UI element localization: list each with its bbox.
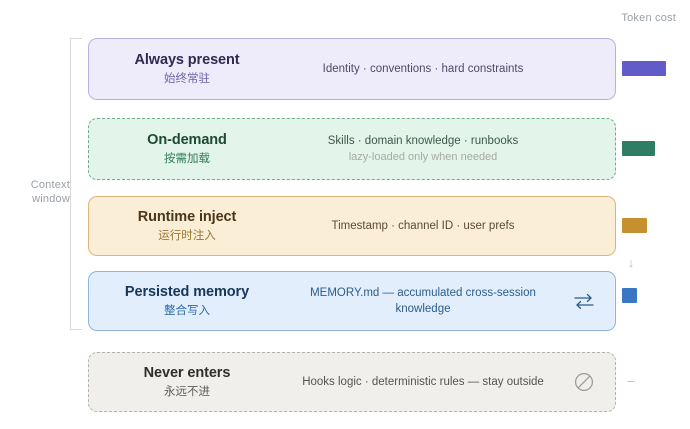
layer-description-sub: lazy-loaded only when needed — [348, 151, 498, 163]
no-entry-icon — [567, 371, 601, 393]
token-cost-bar-on-demand — [622, 141, 655, 156]
layer-title-en: Never enters — [143, 364, 231, 381]
context-window-bracket — [70, 38, 82, 330]
context-window-label: Context window — [16, 178, 70, 206]
layer-row-persisted-memory[interactable]: Persisted memory 整合写入 MEMORY.md — accumu… — [88, 271, 616, 331]
layer-row-always-present[interactable]: Always present 始终常驻 Identity · conventio… — [88, 38, 616, 100]
layer-title-zh: 整合写入 — [164, 304, 210, 317]
layer-title-en: Runtime inject — [137, 208, 237, 225]
layer-label-runtime-inject: Runtime inject 运行时注入 — [89, 208, 279, 245]
layer-label-persisted-memory: Persisted memory 整合写入 — [89, 283, 279, 320]
token-cost-decrease-arrow-icon: ↓ — [627, 255, 635, 270]
token-cost-bar-persisted-memory — [622, 288, 637, 303]
layer-label-on-demand: On-demand 按需加载 — [89, 131, 279, 168]
layer-description-never-enters: Hooks logic · deterministic rules — stay… — [279, 374, 567, 390]
layer-description-persisted-memory: MEMORY.md — accumulated cross-session kn… — [279, 285, 567, 317]
layer-row-on-demand[interactable]: On-demand 按需加载 Skills · domain knowledge… — [88, 118, 616, 180]
layer-title-en: Persisted memory — [124, 283, 250, 300]
layer-description-main: Timestamp · channel ID · user prefs — [331, 220, 515, 232]
layer-title-en: On-demand — [147, 131, 227, 148]
layer-label-always-present: Always present 始终常驻 — [89, 51, 279, 88]
token-cost-header: Token cost — [621, 12, 676, 24]
layer-title-zh: 始终常驻 — [164, 72, 210, 85]
layer-title-en: Always present — [134, 51, 240, 68]
layer-description-always-present: Identity · conventions · hard constraint… — [279, 61, 567, 77]
layer-label-never-enters: Never enters 永远不进 — [89, 364, 279, 401]
layer-title-zh: 按需加载 — [164, 152, 210, 165]
context-window-label-line1: Context — [30, 179, 70, 191]
layer-description-main: MEMORY.md — accumulated cross-session kn… — [310, 287, 536, 315]
layer-description-main: Skills · domain knowledge · runbooks — [327, 135, 519, 147]
layer-title-zh: 永远不进 — [164, 385, 210, 398]
token-cost-none-dash: – — [627, 373, 635, 388]
layer-description-on-demand: Skills · domain knowledge · runbooks laz… — [279, 133, 567, 165]
layer-description-runtime-inject: Timestamp · channel ID · user prefs — [279, 218, 567, 234]
bidirectional-arrow-icon — [567, 291, 601, 311]
layer-row-never-enters[interactable]: Never enters 永远不进 Hooks logic · determin… — [88, 352, 616, 412]
layer-description-main: Hooks logic · deterministic rules — stay… — [302, 376, 544, 388]
layer-row-runtime-inject[interactable]: Runtime inject 运行时注入 Timestamp · channel… — [88, 196, 616, 256]
token-cost-bar-runtime-inject — [622, 218, 647, 233]
layer-description-main: Identity · conventions · hard constraint… — [322, 63, 524, 75]
token-cost-bar-always-present — [622, 61, 666, 76]
context-window-label-line2: window — [32, 193, 70, 205]
layer-title-zh: 运行时注入 — [158, 229, 216, 242]
